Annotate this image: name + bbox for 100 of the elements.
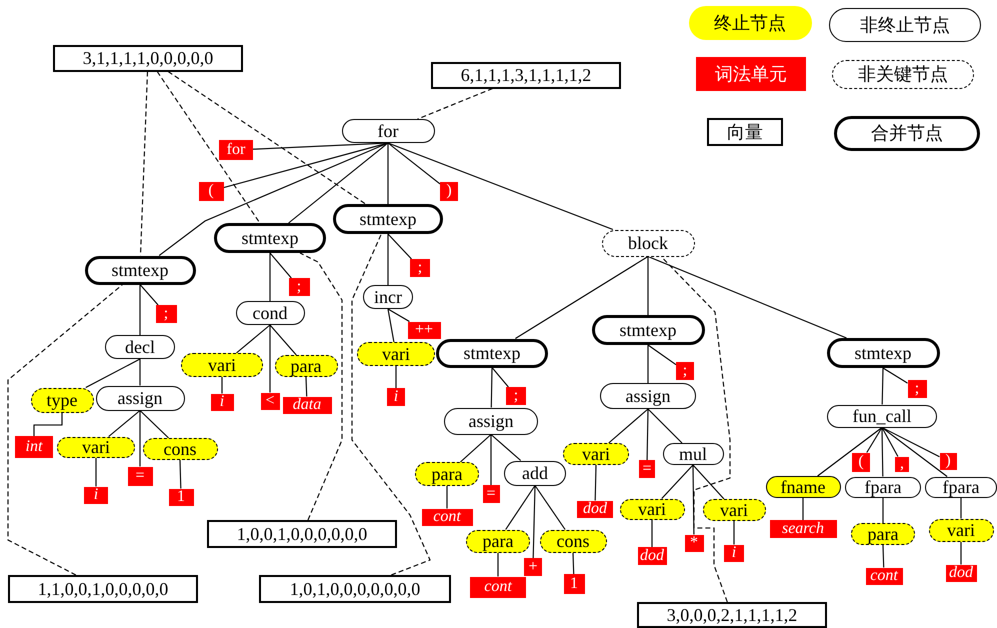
tree-line — [648, 256, 847, 338]
nonterminal-node: assign — [96, 386, 184, 410]
tree-line — [269, 253, 271, 301]
tree-line — [692, 465, 694, 534]
tree-line — [388, 142, 440, 184]
tree-line — [388, 308, 410, 322]
tree-line — [647, 345, 649, 383]
tree-line — [882, 368, 884, 405]
tree-line — [86, 358, 140, 388]
tree-line — [387, 143, 389, 204]
tree-line — [492, 367, 509, 388]
token-box: i — [210, 394, 234, 410]
terminal-node: para — [274, 355, 338, 377]
tree-line — [882, 427, 940, 458]
tree-line — [882, 498, 884, 523]
vector-box: 6,1,1,1,3,1,1,1,1,2 — [431, 62, 621, 88]
merged-node: stmtexp — [826, 338, 940, 368]
terminal-node: cons — [540, 530, 606, 552]
token-box: = — [128, 466, 152, 486]
tree-line — [646, 409, 649, 460]
tree-line — [236, 324, 270, 354]
tree-line — [651, 520, 653, 547]
tree-line — [387, 234, 389, 285]
merged-node: stmtexp — [592, 315, 704, 345]
token-box: cont — [422, 508, 472, 526]
token-box: i — [84, 486, 108, 504]
terminal-node: vari — [57, 436, 135, 458]
non-key-node: block — [602, 230, 694, 256]
token-box: 1 — [564, 574, 584, 594]
token-box: int — [15, 436, 53, 458]
vector-box: 3,1,1,1,1,0,0,0,0,0 — [53, 44, 243, 72]
nonterminal-node: incr — [363, 285, 413, 309]
tree-line — [490, 434, 522, 461]
nonterminal-node: add — [504, 460, 566, 486]
tree-line — [882, 427, 948, 477]
token-box: dod — [577, 500, 613, 518]
dashed-connector — [7, 284, 123, 576]
terminal-node: para — [415, 462, 479, 486]
nonterminal-node: assign — [600, 383, 696, 409]
token-box: ; — [288, 278, 310, 296]
merged-node: stmtexp — [436, 338, 548, 368]
tree-line — [270, 252, 292, 278]
terminal-node: cons — [142, 438, 218, 460]
vector-box: 1,0,1,0,0,0,0,0,0,0 — [259, 575, 451, 603]
terminal-node: vari — [620, 498, 684, 520]
token-box: < — [260, 392, 280, 410]
tree-line — [648, 408, 682, 444]
tree-line — [139, 410, 141, 466]
tree-line — [960, 542, 962, 564]
legend-key: 非关键节点 — [832, 60, 974, 88]
tree-line — [648, 344, 676, 366]
tree-line — [223, 142, 388, 188]
tree-line — [647, 256, 649, 315]
token-box: = — [482, 485, 500, 503]
tree-line — [534, 485, 566, 530]
tree-line — [882, 427, 898, 457]
tree-line — [497, 552, 499, 576]
tree-line — [395, 366, 397, 388]
token-box: ; — [908, 380, 926, 398]
tree-line — [733, 521, 735, 544]
token-box: ; — [506, 387, 526, 405]
nonterminal-node: fun_call — [827, 404, 937, 428]
legend-key: 合并节点 — [834, 116, 980, 150]
token-box: data — [282, 396, 332, 414]
tree-line — [139, 284, 141, 335]
token-box: , — [895, 456, 909, 472]
nonterminal-node: fpara — [925, 476, 997, 498]
nonterminal-node: decl — [105, 335, 175, 359]
dashed-connector — [351, 234, 431, 576]
tree-line — [221, 377, 223, 394]
token-box: 1 — [168, 488, 194, 506]
terminal-node: para — [851, 523, 915, 545]
merged-node: stmtexp — [214, 223, 326, 253]
terminal-node: vari — [702, 499, 766, 521]
tree-line — [305, 376, 308, 397]
tree-line — [515, 256, 648, 339]
tree-line — [269, 325, 271, 392]
tree-line — [139, 359, 141, 386]
token-box: ) — [440, 182, 458, 200]
token-box: + — [524, 558, 542, 576]
tree-line — [882, 544, 884, 568]
merged-node: stmtexp — [333, 204, 443, 234]
tree-line — [95, 458, 97, 486]
nonterminal-node: for — [342, 119, 434, 143]
token-box: ++ — [408, 322, 440, 338]
token-box: for — [219, 140, 253, 160]
tree-line — [490, 368, 493, 408]
tree-line — [388, 142, 614, 230]
terminal-node: para — [466, 530, 530, 552]
token-box: ) — [940, 452, 956, 470]
token-box: = — [639, 460, 655, 478]
tree-line — [692, 464, 724, 500]
vector-box: 1,1,0,0,1,0,0,0,0,0 — [8, 575, 198, 603]
tree-line — [387, 308, 394, 342]
tree-line — [460, 434, 492, 462]
tree-line — [802, 498, 804, 520]
nonterminal-node: cond — [236, 301, 304, 325]
dashed-connector — [417, 88, 493, 120]
token-box: ; — [410, 259, 430, 277]
tree-line — [446, 486, 448, 508]
